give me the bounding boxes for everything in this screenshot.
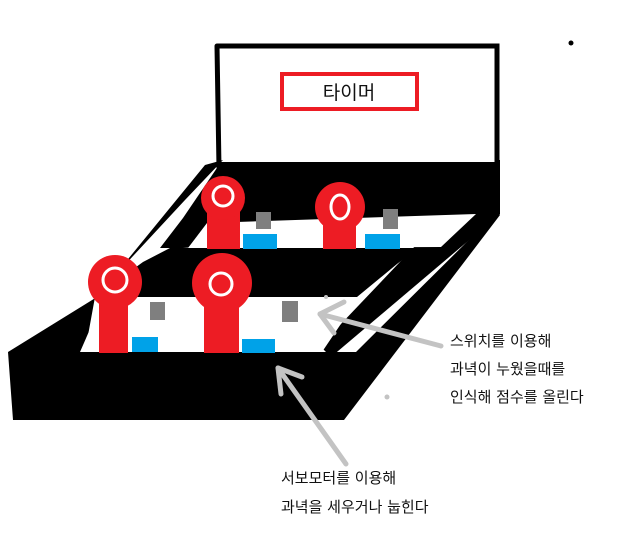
target-head [315,182,365,232]
target-upper-right [315,182,365,249]
servo-motor [383,209,398,229]
servo-motor [256,212,271,229]
servo-annotation-line2: 과녁을 세우거나 눕힌다 [281,498,429,516]
switch [132,337,158,352]
stage-base [8,160,500,420]
stray-dot [384,394,390,400]
switch [242,339,275,353]
target-lower-right [192,253,252,353]
servo-annotation-line1: 서보모터를 이용해 [281,469,396,487]
timer-panel: 타이머 [214,43,500,171]
target-ring [329,193,351,221]
servo-annotation: 서보모터를 이용해 과녁을 세우거나 눕힌다 [281,469,429,516]
target-lower-left [88,255,142,353]
target-ring [101,266,129,294]
servo-annotation-arrow [275,365,349,467]
servo-motor [282,301,298,322]
servo-motor [150,302,165,320]
timer-label-box [280,72,419,111]
timer-panel-outline [214,43,500,171]
left-wall [8,160,223,352]
switch-annotation: 스위치를 이용해 과녁이 누웠을때를 인식해 점수를 올린다 [450,332,584,406]
switch-annotation-arrow [317,299,444,349]
servo-motors [150,209,398,322]
target-ring [211,184,235,208]
timer-label: 타이머 [323,82,375,104]
target-ring [208,271,234,297]
target-head [192,253,252,313]
target-head [201,176,245,220]
switch [243,234,277,249]
target-head [88,255,142,309]
switch-annotation-line3: 인식해 점수를 올린다 [450,388,584,406]
switches [132,234,400,353]
middle-bar [95,248,418,297]
right-wall [320,160,500,357]
front-slab [8,212,500,420]
stray-dot [324,295,328,299]
stray-dot [568,40,574,46]
switch [365,234,400,249]
switch-annotation-line1: 스위치를 이용해 [450,332,551,350]
switch-annotation-line2: 과녁이 누웠을때를 [450,360,565,378]
target-upper-left [201,176,245,249]
